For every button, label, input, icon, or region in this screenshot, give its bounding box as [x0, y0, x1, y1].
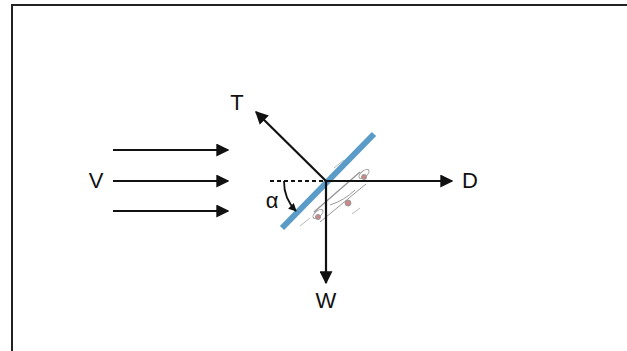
force-vectors — [256, 112, 452, 283]
velocity-label: V — [89, 170, 104, 192]
force-label: W — [316, 290, 337, 312]
angle-label: α — [266, 190, 279, 212]
force-label: T — [230, 92, 243, 114]
angle-arc — [284, 181, 296, 211]
reference-line — [270, 180, 326, 182]
flow-arrows — [113, 150, 228, 211]
force-label: D — [462, 170, 478, 192]
frame — [12, 5, 627, 351]
